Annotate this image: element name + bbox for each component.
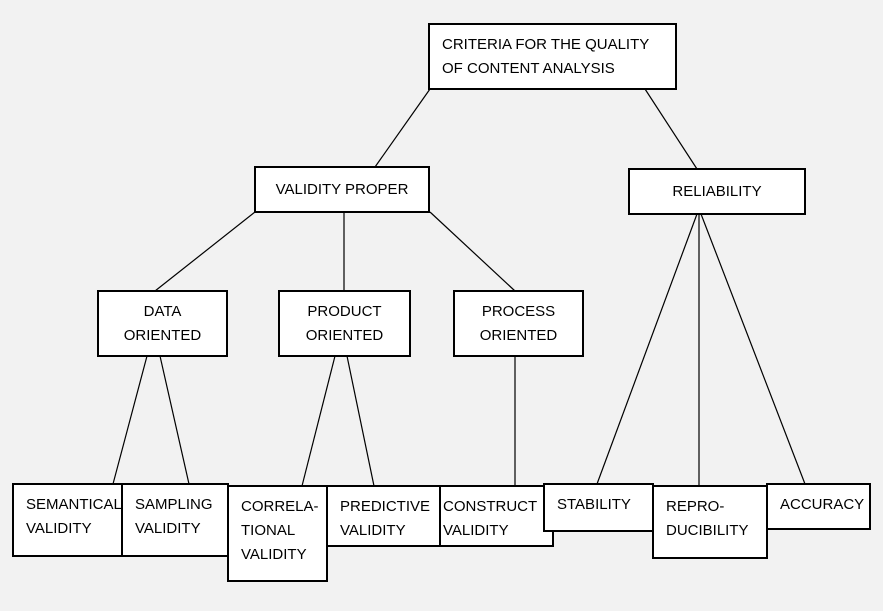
edge-root-validity	[374, 88, 431, 168]
edge-reliability-accuracy	[700, 213, 806, 485]
edge-data-sampling	[159, 355, 190, 485]
node-correlational-validity-label: CORRELA- TIONAL VALIDITY	[241, 498, 319, 563]
node-data-oriented: DATA ORIENTED	[97, 290, 228, 357]
node-stability: STABILITY	[543, 483, 654, 532]
node-stability-label: STABILITY	[557, 496, 631, 513]
node-root: CRITERIA FOR THE QUALITY OF CONTENT ANAL…	[428, 23, 677, 90]
node-accuracy: ACCURACY	[766, 483, 871, 530]
node-reproducibility-label: REPRO- DUCIBILITY	[666, 498, 749, 539]
node-sampling-validity: SAMPLING VALIDITY	[121, 483, 229, 557]
node-predictive-validity: PREDICTIVE VALIDITY	[326, 485, 441, 547]
node-validity-proper-label: VALIDITY PROPER	[275, 180, 409, 198]
node-product-oriented-label: PRODUCT ORIENTED	[305, 302, 384, 344]
node-predictive-validity-label: PREDICTIVE VALIDITY	[340, 498, 431, 539]
edge-product-predictive	[346, 355, 375, 487]
node-construct-validity-label: CONSTRUCT VALIDITY	[443, 498, 538, 539]
node-process-oriented: PROCESS ORIENTED	[453, 290, 584, 357]
node-reproducibility: REPRO- DUCIBILITY	[652, 485, 768, 559]
edge-product-correlational	[301, 355, 336, 487]
node-construct-validity: CONSTRUCT VALIDITY	[439, 485, 554, 547]
edge-validity-data	[154, 211, 256, 292]
node-process-oriented-label: PROCESS ORIENTED	[479, 302, 558, 344]
node-reliability-label: RELIABILITY	[672, 182, 762, 200]
node-sampling-validity-label: SAMPLING VALIDITY	[135, 496, 213, 537]
edge-root-reliability	[644, 88, 698, 170]
node-root-label: CRITERIA FOR THE QUALITY OF CONTENT ANAL…	[442, 36, 650, 77]
node-accuracy-label: ACCURACY	[780, 496, 865, 513]
edge-reliability-stability	[596, 213, 698, 485]
node-semantical-validity-label: SEMANTICAL VALIDITY	[26, 496, 122, 537]
edge-validity-process	[429, 211, 516, 292]
edge-data-semantical	[112, 355, 148, 485]
node-product-oriented: PRODUCT ORIENTED	[278, 290, 411, 357]
node-reliability: RELIABILITY	[628, 168, 806, 215]
node-validity-proper: VALIDITY PROPER	[254, 166, 430, 213]
node-data-oriented-label: DATA ORIENTED	[123, 302, 202, 344]
node-correlational-validity: CORRELA- TIONAL VALIDITY	[227, 485, 328, 582]
